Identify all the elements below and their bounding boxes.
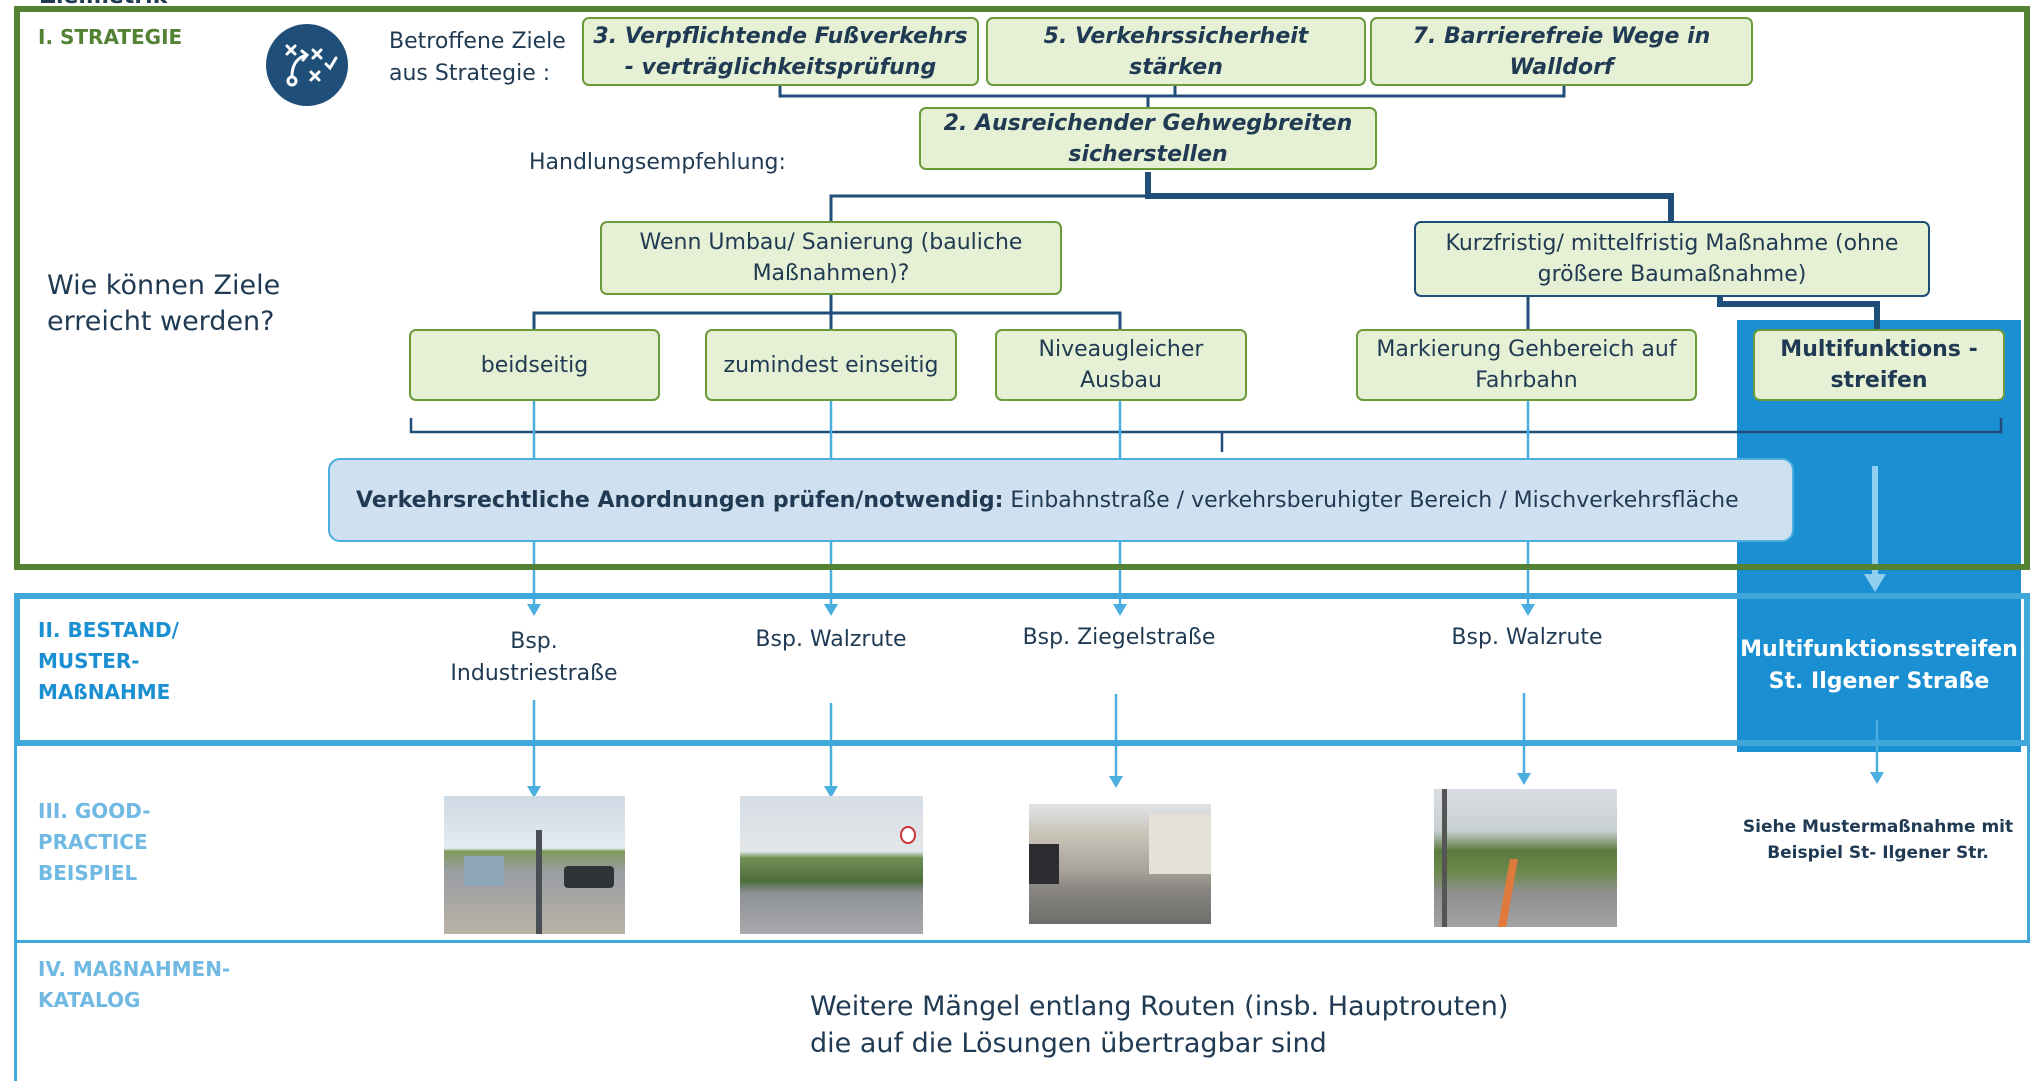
section-label-bestand: II. BESTAND/ MUSTER- MAßNAHME: [38, 618, 179, 704]
example-multifunktionsstreifen: Multifunktionsstreifen St. Ilgener Straß…: [1740, 637, 2018, 694]
recommendation-label: Handlungsempfehlung:: [529, 150, 786, 175]
traffic-rules-text: Einbahnstraße / verkehrsberuhigter Berei…: [1003, 487, 1739, 513]
recommendation-box: 2. Ausreichender Gehwegbreiten sicherste…: [919, 107, 1377, 170]
strategy-icon: [266, 24, 348, 106]
photo-walzrute-1: [740, 796, 923, 934]
example-walzrute-2: Bsp. Walzrute: [1451, 625, 1603, 650]
goal-3-box: 3. Verpflichtende Fußverkehrs - verträgl…: [582, 17, 979, 86]
note-mustermassnahme: Siehe Mustermaßnahme mit Beispiel St- Il…: [1742, 817, 2014, 863]
frame-section-II: [14, 593, 2030, 746]
option-multifunktions: Multifunktions - streifen: [1753, 329, 2005, 401]
page-title-fragment: Zielmetrik: [40, 0, 167, 9]
photo-industriestrasse: [444, 796, 625, 934]
section-label-strategie: I. STRATEGIE: [38, 25, 183, 49]
traffic-rules-bold: Verkehrsrechtliche Anordnungen prüfen/no…: [356, 487, 1004, 513]
branch-umbau-box: Wenn Umbau/ Sanierung (bauliche Maßnahme…: [600, 221, 1062, 295]
goal-7-box: 7. Barrierefreie Wege in Walldorf: [1370, 17, 1753, 86]
photo-walzrute-2: [1434, 789, 1617, 927]
option-markierung: Markierung Gehbereich auf Fahrbahn: [1356, 329, 1697, 401]
option-zumindest-einseitig: zumindest einseitig: [705, 329, 957, 401]
option-niveaugleich: Niveaugleicher Ausbau: [995, 329, 1247, 401]
frame-section-III: [14, 746, 2030, 943]
section-IV-text: Weitere Mängel entlang Routen (insb. Hau…: [810, 991, 1509, 1059]
goal-5-box: 5. Verkehrssicherheit stärken: [986, 17, 1366, 86]
question-text: Wie können Ziele erreicht werden?: [47, 270, 281, 337]
section-label-massnahmenkatalog: IV. MAßNAHMEN- KATALOG: [38, 957, 231, 1012]
photo-ziegelstrasse: [1029, 804, 1211, 924]
section-label-good-practice: III. GOOD- PRACTICE BEISPIEL: [38, 799, 151, 885]
frame-section-I: [14, 6, 2030, 570]
example-industriestrasse: Bsp. Industriestraße: [450, 629, 618, 686]
branch-kurzfristig-box: Kurzfristig/ mittelfristig Maßnahme (ohn…: [1414, 221, 1930, 297]
frame-section-IV: [14, 943, 17, 1081]
option-beidseitig: beidseitig: [409, 329, 660, 401]
goals-label: Betroffene Ziele aus Strategie :: [389, 29, 566, 86]
traffic-rules-box: Verkehrsrechtliche Anordnungen prüfen/no…: [328, 458, 1794, 542]
example-ziegelstrasse: Bsp. Ziegelstraße: [1022, 625, 1216, 650]
example-walzrute-1: Bsp. Walzrute: [755, 627, 907, 652]
